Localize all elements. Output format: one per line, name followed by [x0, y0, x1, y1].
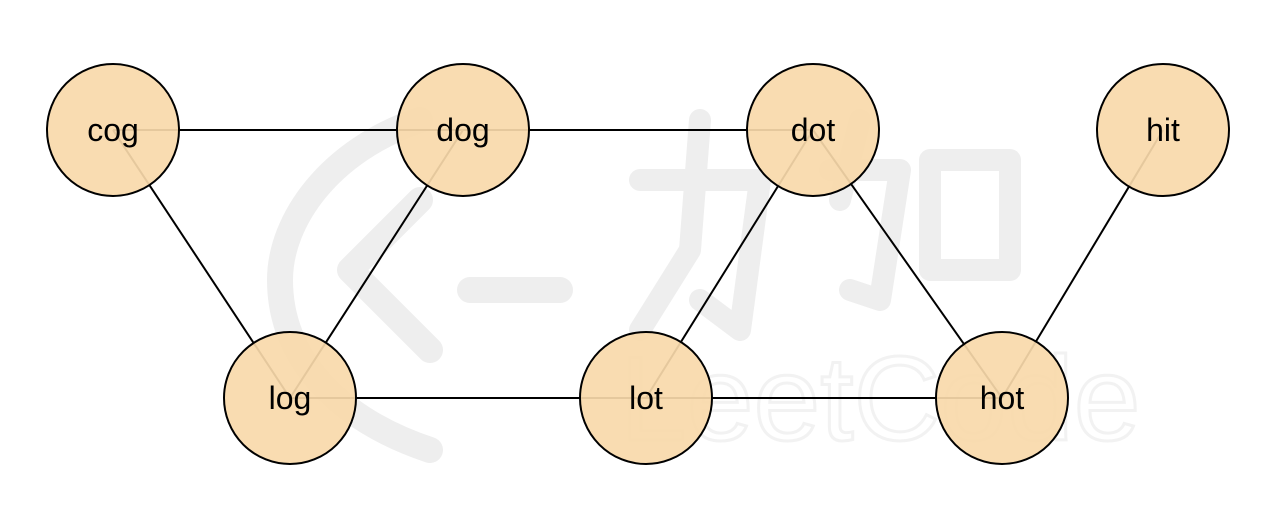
node-label-hit: hit — [1146, 112, 1180, 148]
node-circle-lot — [579, 331, 713, 465]
node-circle-log — [223, 331, 357, 465]
node-circle-dog — [396, 63, 530, 197]
node-label-lot: lot — [629, 380, 663, 416]
node-circle-hit — [1096, 63, 1230, 197]
node-lot: lot — [579, 331, 713, 465]
node-log: log — [223, 331, 357, 465]
node-dot: dot — [746, 63, 880, 197]
node-label-hot: hot — [980, 380, 1025, 416]
node-label-log: log — [269, 380, 312, 416]
node-label-dot: dot — [791, 112, 836, 148]
node-circle-hot — [935, 331, 1069, 465]
node-circle-cog — [46, 63, 180, 197]
node-circle-dot — [746, 63, 880, 197]
node-cog: cog — [46, 63, 180, 197]
node-layer: cog dog dot hit log lot hot — [46, 63, 1230, 465]
node-label-dog: dog — [436, 112, 489, 148]
node-label-cog: cog — [87, 112, 139, 148]
node-hot: hot — [935, 331, 1069, 465]
node-dog: dog — [396, 63, 530, 197]
node-hit: hit — [1096, 63, 1230, 197]
